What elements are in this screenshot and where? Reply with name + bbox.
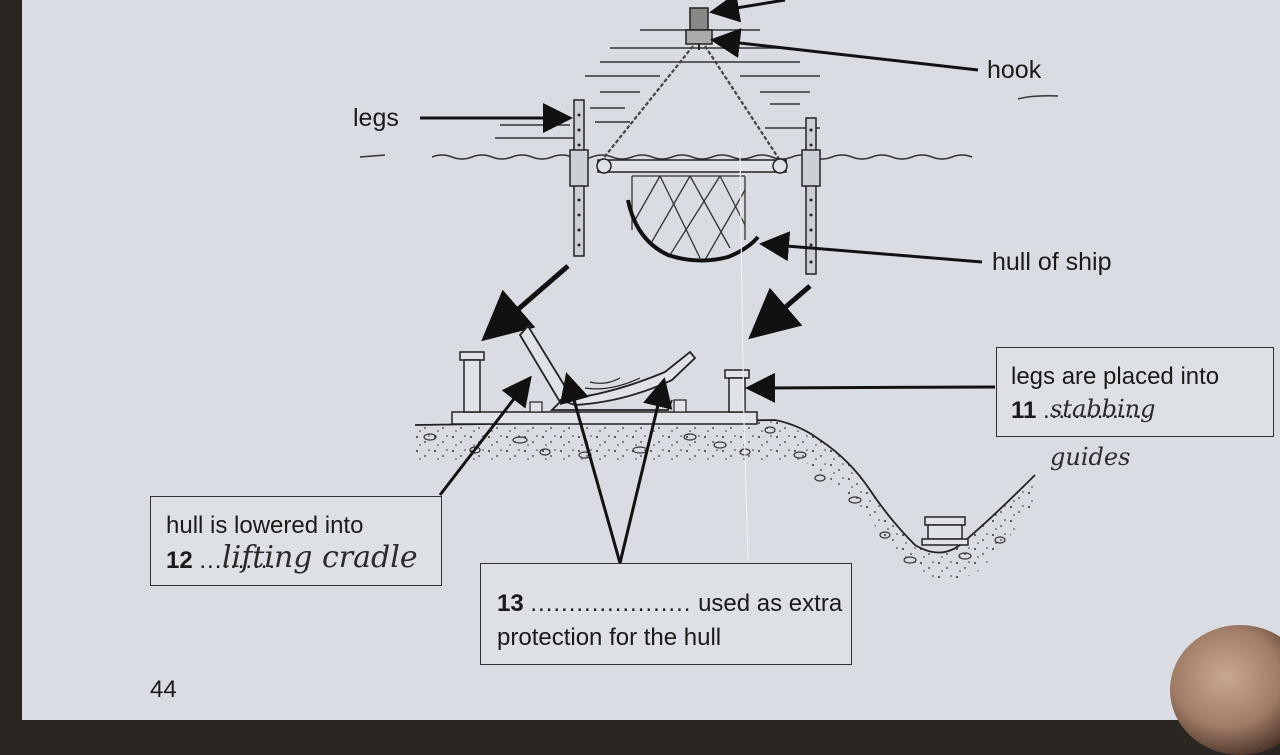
lifting-cables: [597, 45, 784, 166]
water-hatching: [359, 29, 820, 158]
crane-hook-icon: [685, 7, 713, 50]
question-box-13: 13 ..................... used as extra p…: [480, 563, 852, 665]
small-cradle: [921, 516, 969, 546]
label-legs: legs: [353, 104, 399, 132]
box-11-text: legs are placed into: [1011, 363, 1220, 390]
question-number-12: 12: [166, 547, 193, 574]
lifting-cradle: [518, 324, 697, 411]
hull-of-ship-lifted: [626, 199, 760, 263]
question-box-11: legs are placed into 11 ..............: [996, 347, 1274, 437]
label-hull-of-ship: hull of ship: [992, 248, 1112, 276]
cradle-lattice: [631, 175, 746, 261]
box-13-text-1: used as extra: [698, 590, 843, 617]
question-number-13: 13: [497, 590, 524, 617]
box-13-text-2: protection for the hull: [497, 624, 722, 651]
question-number-11: 11: [1011, 397, 1037, 424]
answer-blank-12[interactable]: ..........: [199, 547, 277, 574]
seabed-ground: [415, 420, 1035, 580]
handwritten-answer-12: lifting cradle: [222, 540, 418, 575]
jack-up-legs-upper: [569, 99, 821, 275]
water-surface: [431, 154, 973, 160]
box-12-text: hull is lowered into: [166, 512, 364, 539]
box-13-line-1: 13 ..................... used as extra: [497, 590, 842, 618]
answer-blank-11[interactable]: ..............: [1043, 397, 1151, 424]
seabed-platform: [451, 411, 758, 425]
diagram-drawing: [359, 0, 1252, 580]
label-hook: hook: [987, 56, 1042, 84]
handwritten-answer-11: stabbing guides: [1050, 395, 1156, 471]
page-number: 44: [150, 676, 177, 703]
answer-blank-13[interactable]: .....................: [530, 590, 692, 617]
question-box-12: hull is lowered into 12 ..........: [150, 496, 442, 586]
lifting-beam: [597, 159, 787, 173]
box-12-answer-line: 12 ..........: [166, 547, 276, 575]
box-11-answer-line: 11 ..............: [1011, 397, 1150, 425]
